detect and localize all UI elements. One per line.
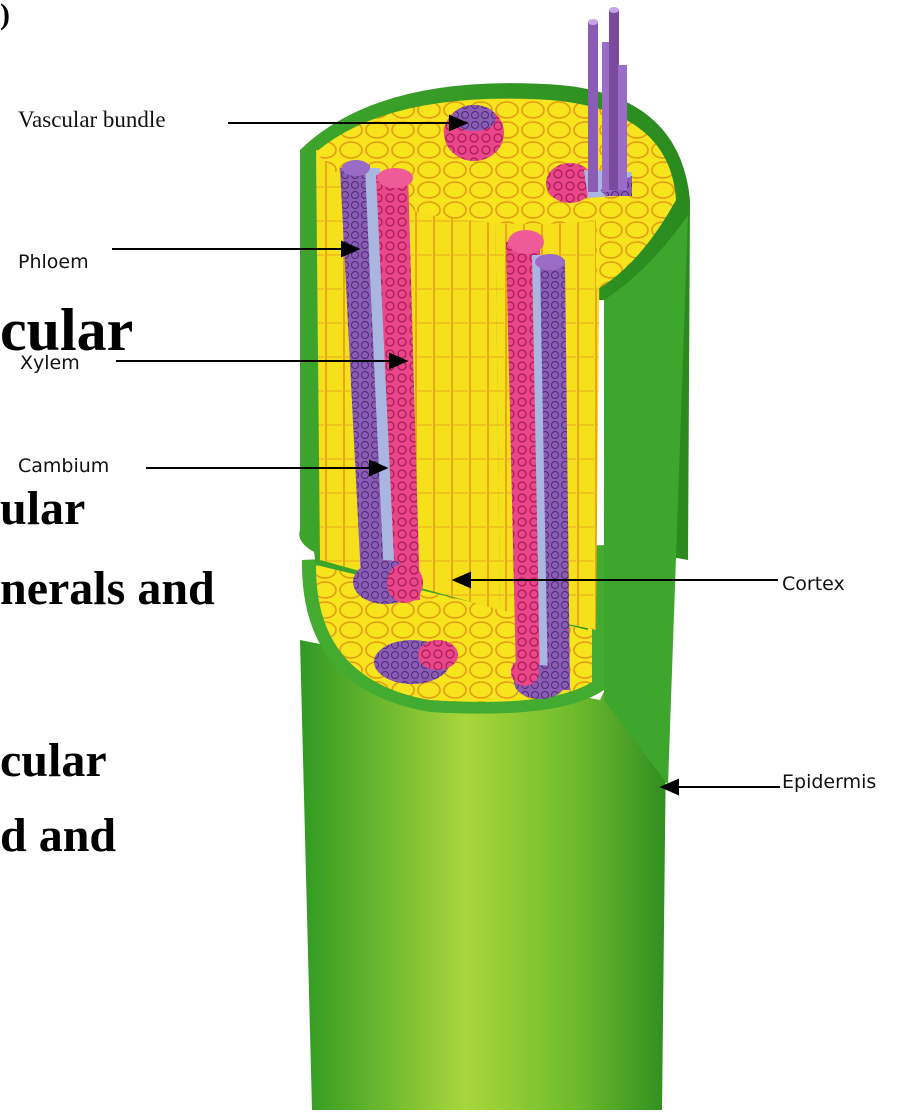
right-vascular-strand xyxy=(506,230,570,699)
epidermis-right xyxy=(604,215,688,785)
top-vascular-bundle xyxy=(444,105,504,161)
label-cortex: Cortex xyxy=(782,575,845,594)
label-xylem: Xylem xyxy=(20,354,80,373)
label-cambium: Cambium xyxy=(18,457,109,476)
label-epidermis: Epidermis xyxy=(782,773,876,792)
label-vascular-bundle: Vascular bundle xyxy=(18,108,166,131)
label-phloem: Phloem xyxy=(18,253,89,272)
